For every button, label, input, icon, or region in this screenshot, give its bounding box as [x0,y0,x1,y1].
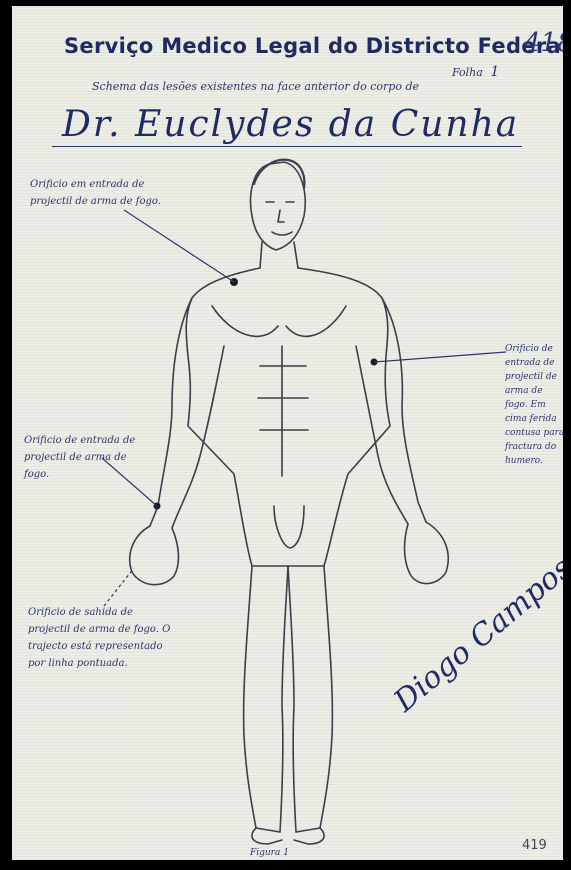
annotation-arm-wound: Orificio de entrada de projectil de arma… [505,342,563,468]
figure-pecs [212,306,346,336]
figure-left-arm [356,298,426,524]
figure-right-hand [130,526,179,585]
annotation-wrist-wound: Orificio de entrada de projectil de arma… [24,432,154,483]
page-number: 419 [522,838,547,853]
figure-left-hand [405,522,449,584]
figure-neck [260,242,298,268]
leader-arm [374,352,506,362]
figure-pelvis [274,506,304,548]
figure-abs [258,346,308,476]
figure-hair [254,160,304,188]
figure-feet [252,828,324,844]
annotation-chest-wound: Orificio em entrada de projectil de arma… [30,176,170,210]
annotation-hand-wound: Orificio de sahida de projectil de arma … [28,604,178,672]
figure-right-leg [244,566,288,832]
leader-hand [104,568,134,606]
leader-chest [124,210,234,282]
figure-caption: Figura 1 [250,848,289,858]
document-page: Serviço Medico Legal do Districto Federa… [12,6,563,860]
figure-left-leg [288,566,332,832]
figure-face [266,202,294,235]
